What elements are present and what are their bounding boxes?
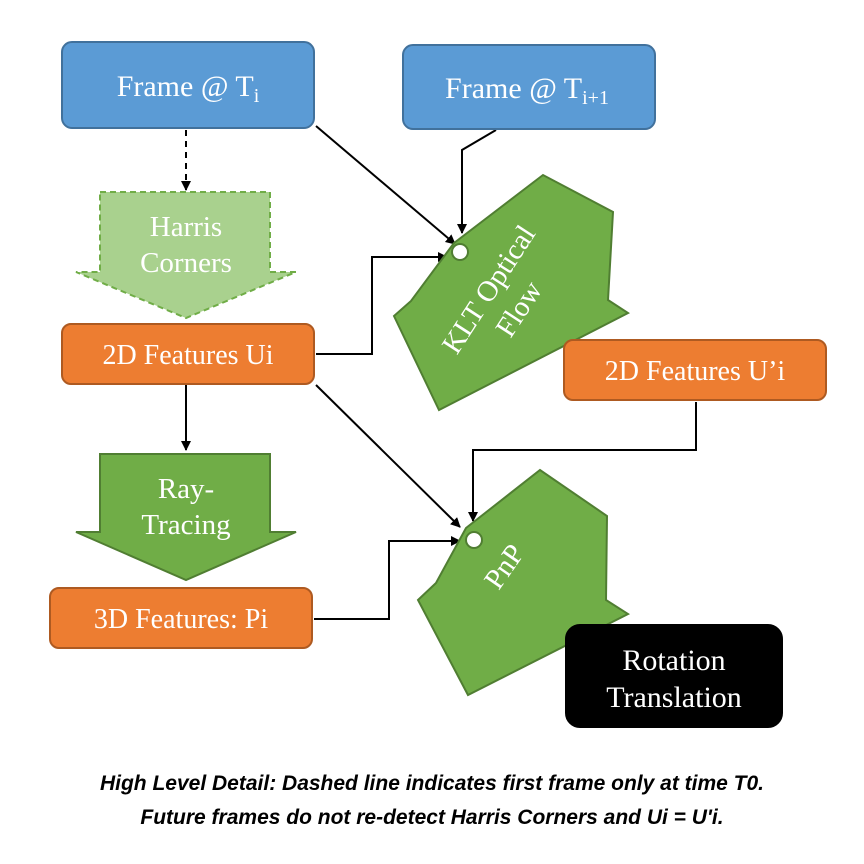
pnp-input-connector — [465, 531, 483, 549]
features-upi-node: 2D Features U’i — [563, 339, 827, 401]
caption-line-1: High Level Detail: Dashed line indicates… — [99, 772, 764, 795]
output-line1: Rotation — [622, 644, 725, 677]
features-pi-label: 3D Features: Pi — [94, 604, 268, 635]
raytracing-line2: Tracing — [141, 509, 230, 541]
frame-ti1-node: Frame @ Ti+1 — [402, 44, 656, 130]
klt-optical-flow-node: KLT Optical Flow — [392, 173, 630, 412]
features-pi-node: 3D Features: Pi — [49, 587, 313, 649]
output-node: Rotation Translation — [565, 624, 783, 728]
frame-ti-label: Frame @ T — [117, 70, 254, 103]
arrow-ui-to-klt — [316, 252, 448, 355]
ray-tracing-node: Ray- Tracing — [75, 453, 297, 582]
harris-line1: Harris — [150, 211, 222, 243]
frame-ti-node: Frame @ Ti — [61, 41, 315, 129]
arrow-frame-ti-to-klt — [315, 125, 456, 245]
output-line2: Translation — [606, 681, 742, 714]
harris-corners-node: Harris Corners — [75, 191, 297, 320]
features-ui-label: 2D Features Ui — [102, 340, 273, 371]
caption-line-2: Future frames do not re-detect Harris Co… — [140, 806, 724, 829]
arrow-pi-to-pnp — [314, 536, 461, 620]
features-ui-node: 2D Features Ui — [61, 323, 315, 385]
features-upi-label: 2D Features U’i — [605, 356, 786, 387]
connectors — [181, 125, 697, 620]
arrow-frame-ti1-to-klt — [457, 129, 497, 234]
frame-ti1-subscript: i+1 — [582, 87, 609, 109]
svg-text:Frame @ Ti+1: Frame @ Ti+1 — [445, 72, 609, 109]
frame-ti1-label: Frame @ T — [445, 72, 582, 105]
klt-input-connector — [451, 243, 469, 261]
frame-ti-subscript: i — [254, 85, 260, 107]
arrow-upi-to-pnp — [468, 402, 697, 522]
arrow-ui-to-pnp — [315, 384, 461, 528]
raytracing-line1: Ray- — [158, 473, 214, 505]
svg-text:Frame @ Ti: Frame @ Ti — [117, 70, 260, 107]
harris-line2: Corners — [140, 247, 232, 279]
